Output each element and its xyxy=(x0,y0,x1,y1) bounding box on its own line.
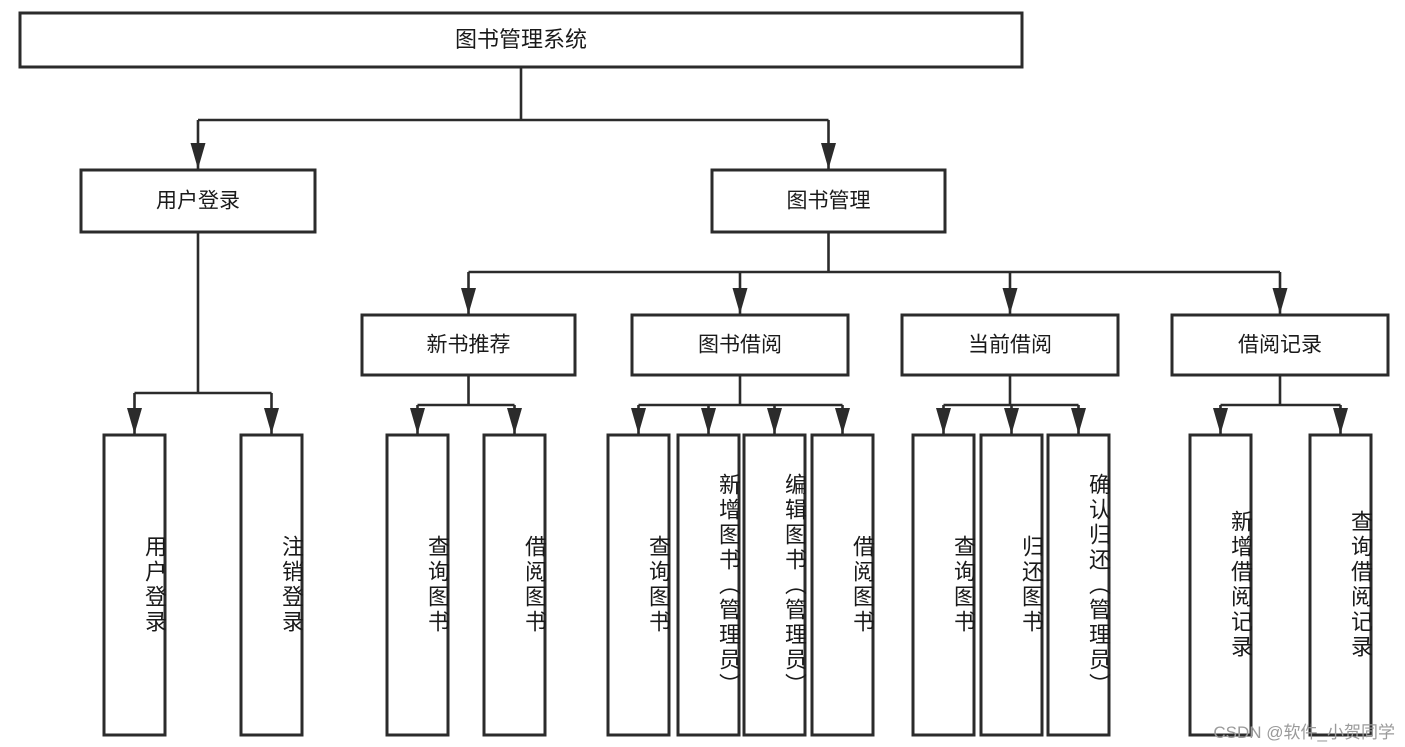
node-label-root: 图书管理系统 xyxy=(455,27,587,52)
arrow-head-icon xyxy=(1272,288,1288,314)
node-label-level2-1: 图书管理 xyxy=(787,190,871,213)
node-box-level3-2[interactable] xyxy=(900,313,1120,377)
arrow-head-icon xyxy=(264,408,279,434)
leaf-box-5[interactable] xyxy=(676,433,741,737)
node-box-level3-3[interactable] xyxy=(1170,313,1390,377)
leaf-box-6[interactable] xyxy=(742,433,807,737)
arrow-head-icon xyxy=(767,408,782,434)
node-label-level3-1: 图书借阅 xyxy=(698,334,782,357)
leaf-box-8[interactable] xyxy=(911,433,976,737)
leaf-box-0[interactable] xyxy=(102,433,167,737)
node-box-level3-0[interactable] xyxy=(360,313,577,377)
leaf-box-3[interactable] xyxy=(482,433,547,737)
leaf-box-7[interactable] xyxy=(810,433,875,737)
connector-layer xyxy=(127,67,1348,434)
arrow-head-icon xyxy=(1002,288,1018,314)
node-box-root[interactable] xyxy=(18,11,1024,69)
node-label-level3-3: 借阅记录 xyxy=(1238,334,1322,357)
node-box-level2-0[interactable] xyxy=(79,168,317,234)
arrow-head-icon xyxy=(936,408,951,434)
arrow-head-icon xyxy=(835,408,850,434)
leaf-box-9[interactable] xyxy=(979,433,1044,737)
node-label-level2-0: 用户登录 xyxy=(156,190,240,213)
node-box-level3-1[interactable] xyxy=(630,313,850,377)
arrow-head-icon xyxy=(1333,408,1348,434)
arrow-head-icon xyxy=(1071,408,1086,434)
node-box-level2-1[interactable] xyxy=(710,168,947,234)
arrow-head-icon xyxy=(821,143,836,169)
leaf-box-11[interactable] xyxy=(1188,433,1253,737)
leaf-box-4[interactable] xyxy=(606,433,671,737)
arrow-head-icon xyxy=(410,408,425,434)
arrow-head-icon xyxy=(732,288,748,314)
node-label-level3-2: 当前借阅 xyxy=(968,334,1052,357)
leaf-box-10[interactable] xyxy=(1046,433,1111,737)
leaf-box-2[interactable] xyxy=(385,433,450,737)
arrow-head-icon xyxy=(1004,408,1019,434)
arrow-head-icon xyxy=(507,408,522,434)
leaf-box-12[interactable] xyxy=(1308,433,1373,737)
arrow-head-icon xyxy=(701,408,716,434)
arrow-head-icon xyxy=(1213,408,1228,434)
arrow-head-icon xyxy=(461,288,476,314)
arrow-head-icon xyxy=(190,143,206,169)
leaf-box-1[interactable] xyxy=(239,433,304,737)
node-label-level3-0: 新书推荐 xyxy=(427,334,511,357)
arrow-head-icon xyxy=(631,408,646,434)
node-box-layer xyxy=(18,11,1390,737)
arrow-head-icon xyxy=(127,408,142,434)
